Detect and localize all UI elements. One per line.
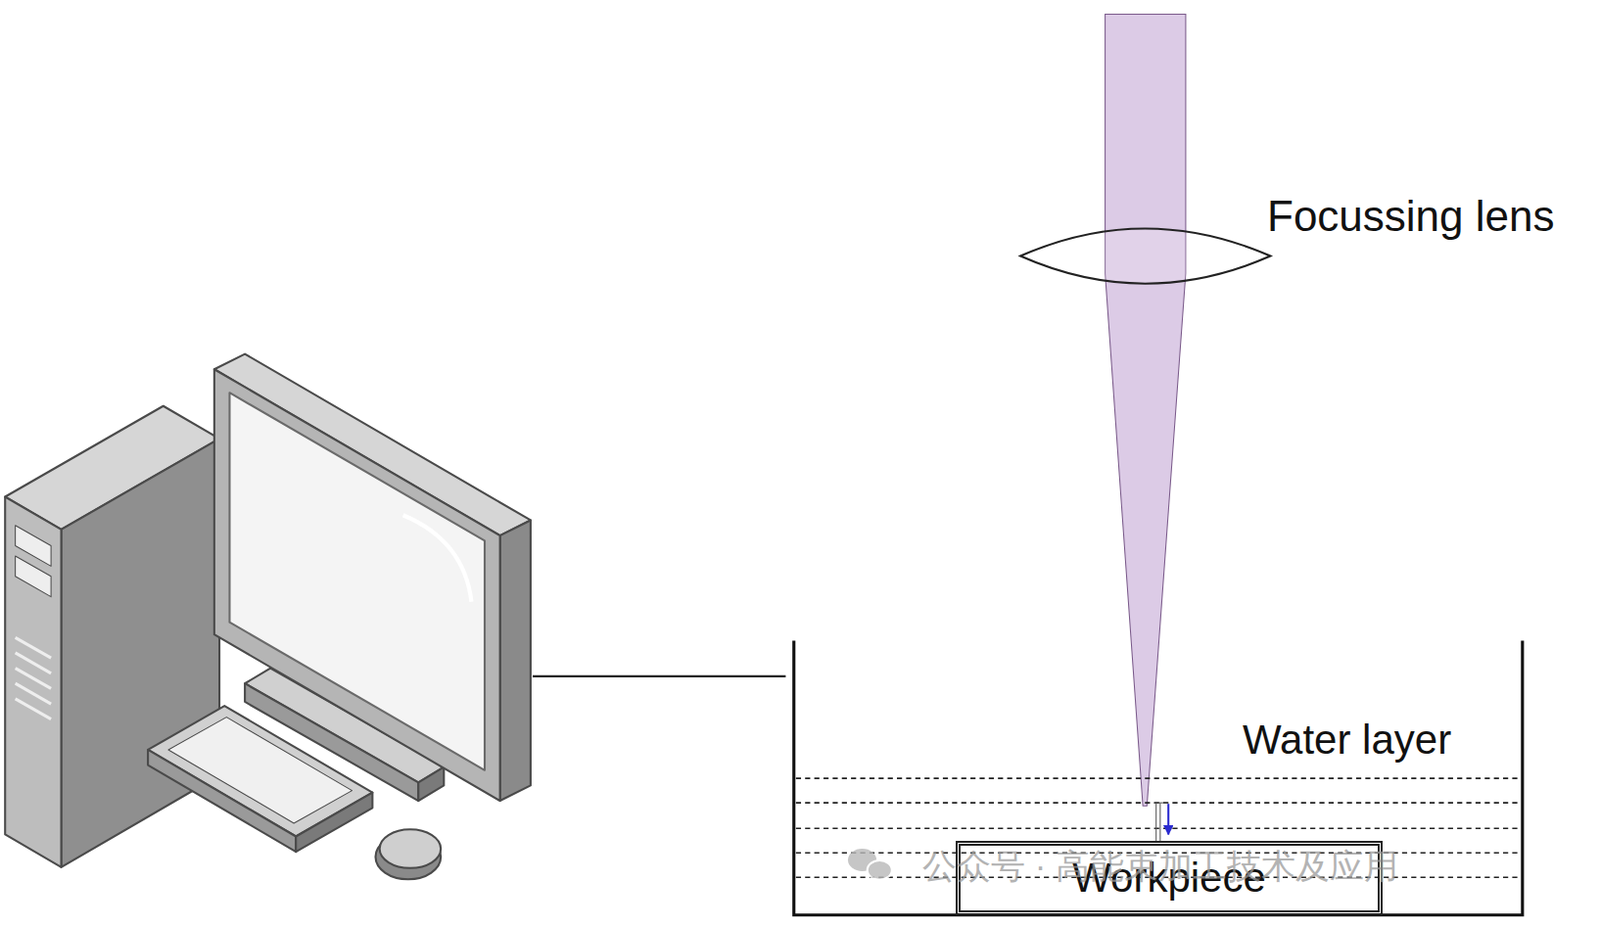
part-label: Focussing lens	[1267, 191, 1554, 241]
keyboard	[147, 705, 373, 852]
computer-tower	[4, 406, 220, 868]
mouse	[375, 829, 441, 880]
gap-arrow	[1154, 802, 1170, 843]
watermark-icon	[847, 848, 893, 881]
laser-beam	[1105, 14, 1186, 807]
part-label: Water layer	[1242, 716, 1452, 764]
water-tank	[794, 640, 1523, 915]
cable	[532, 675, 786, 678]
watermark: 公众号 · 高能束加工技术及应用	[922, 844, 1399, 891]
focusing-lens	[1020, 228, 1271, 283]
